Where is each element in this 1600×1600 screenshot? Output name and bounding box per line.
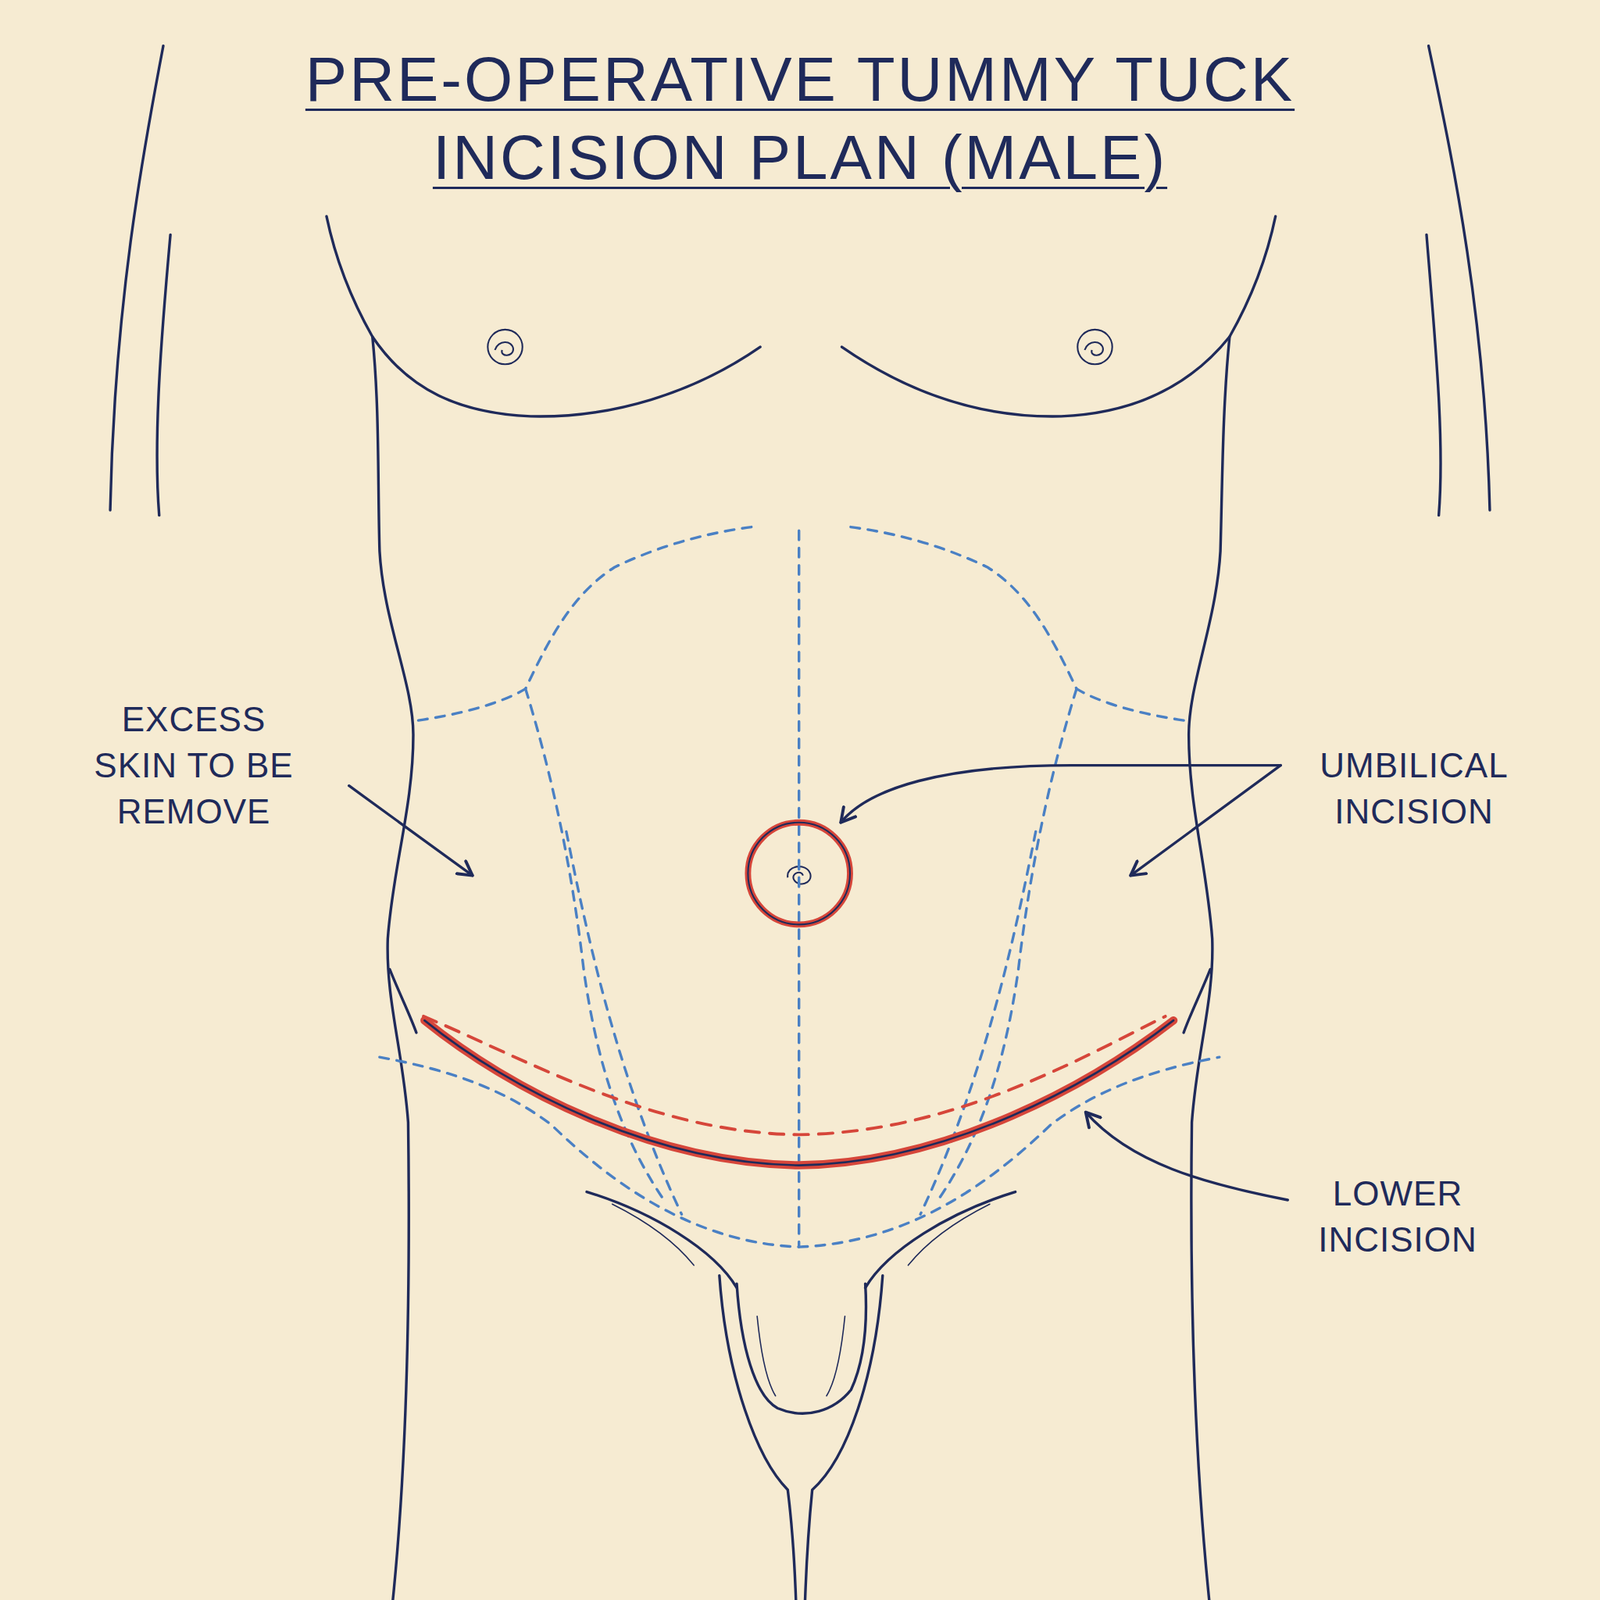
dashed-guide-line <box>797 530 800 1247</box>
body-outline <box>326 216 414 1600</box>
incision-line <box>747 822 850 925</box>
callout-area: LOWER INCISION <box>1302 1170 1493 1263</box>
body-outline <box>757 1316 776 1397</box>
body-outline <box>865 1192 1016 1289</box>
dashed-guide-line <box>566 831 683 1215</box>
nipple <box>487 329 522 365</box>
incision-line <box>747 822 850 925</box>
nipple <box>1077 329 1112 365</box>
leader-arrow <box>1085 1112 1289 1200</box>
incision-line <box>424 1020 1174 1165</box>
dashed-guide-line <box>379 1057 1220 1247</box>
body-outline <box>1183 969 1211 1033</box>
callout-area: UMBILICAL INCISION <box>1311 742 1517 835</box>
leader-arrow <box>349 785 473 876</box>
dashed-guide-line <box>920 831 1036 1215</box>
body-outline <box>110 46 164 511</box>
body-outline <box>805 1275 883 1600</box>
leader-arrow <box>349 765 1289 1200</box>
body-outline <box>736 1283 866 1414</box>
callout-area: EXCESS SKIN TO BE REMOVE <box>81 696 307 835</box>
incision-line <box>423 822 1174 1166</box>
callout-label: EXCESS SKIN TO BE REMOVE <box>81 696 307 835</box>
dashed-guide-line <box>846 526 1184 721</box>
diagram-title: PRE-OPERATIVE TUMMY TUCK INCISION PLAN (… <box>253 40 1347 197</box>
body-outline <box>1428 46 1490 511</box>
dashed-guide-line <box>418 526 756 721</box>
body-outline <box>110 46 1490 1600</box>
title-area: PRE-OPERATIVE TUMMY TUCK INCISION PLAN (… <box>253 40 1347 197</box>
body-outline <box>586 1192 737 1289</box>
incision-line <box>424 1020 1174 1165</box>
body-outline <box>1426 234 1441 515</box>
body-outline <box>719 1275 797 1600</box>
body-outline <box>826 1316 846 1397</box>
incision-line <box>423 1016 1166 1136</box>
nipple <box>487 329 1112 365</box>
callout-label: LOWER INCISION <box>1302 1170 1493 1263</box>
body-outline <box>157 234 171 515</box>
nipple <box>494 342 514 356</box>
body-outline <box>372 336 761 417</box>
callout-label: UMBILICAL INCISION <box>1311 742 1517 835</box>
nipple <box>1084 342 1104 356</box>
dashed-guide-line <box>379 526 1220 1247</box>
body-outline <box>842 336 1230 417</box>
leader-arrow <box>1130 765 1281 876</box>
body-outline <box>1189 216 1276 1600</box>
body-outline <box>389 969 417 1033</box>
